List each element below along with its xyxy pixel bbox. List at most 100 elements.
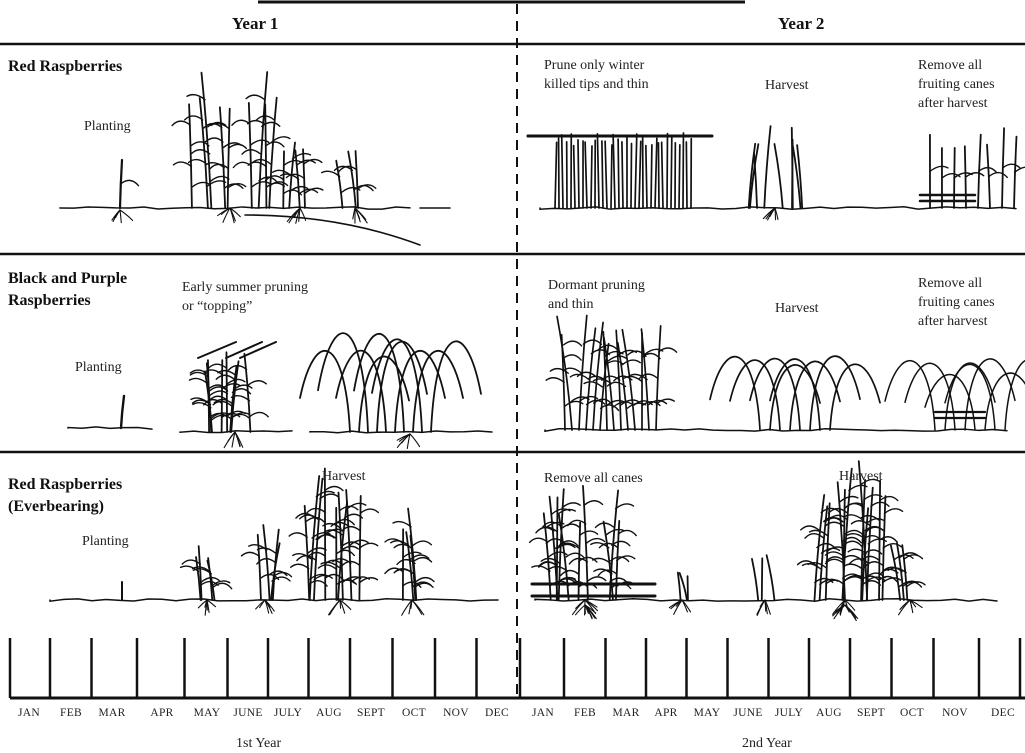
dense-cane [555, 142, 557, 208]
ground-line [50, 599, 498, 601]
dense-cane [635, 134, 637, 208]
leaf [583, 340, 601, 344]
leaf [291, 564, 309, 568]
dense-cane [655, 138, 657, 208]
leaf [246, 95, 264, 99]
leaf [185, 116, 203, 120]
leaf [273, 573, 291, 577]
leaf [580, 531, 598, 535]
ground-line [535, 599, 997, 601]
arching-cane [431, 341, 481, 432]
leaf [121, 180, 139, 185]
leaf [843, 577, 861, 582]
leaf [880, 497, 898, 501]
arching-cane [790, 361, 840, 430]
label-dormant-pruning: Dormant pruning and thin [548, 276, 645, 314]
label-planting: Planting [82, 532, 129, 551]
root [412, 600, 422, 614]
leaf [866, 519, 884, 524]
label-harvest: Harvest [322, 467, 366, 486]
leaf [885, 509, 903, 514]
leaf [616, 504, 634, 509]
cane [258, 535, 261, 600]
topping-mark [198, 342, 276, 358]
leaf [564, 341, 582, 346]
cane [767, 555, 775, 600]
root [355, 208, 366, 219]
dense-cane [646, 146, 647, 208]
dense-cane [613, 135, 615, 208]
leaf [954, 173, 972, 178]
leaf [930, 166, 948, 171]
root [120, 210, 121, 223]
dense-cane [585, 142, 587, 208]
label-line: Remove all [918, 56, 995, 75]
second-year-label: 2nd Year [742, 736, 792, 752]
cane [764, 126, 770, 208]
arching-cane [905, 363, 955, 430]
dense-cane [611, 145, 612, 208]
dense-cane [574, 146, 575, 208]
cut-line [935, 412, 985, 418]
label-early-summer-pruning: Early summer pruning or “topping” [182, 278, 308, 316]
root [576, 600, 585, 608]
row-title-line: Raspberries [8, 290, 127, 312]
leaf [1003, 164, 1021, 168]
label-remove-all-canes: Remove all canes [544, 469, 643, 488]
leaf [262, 122, 280, 126]
leaf [360, 543, 378, 548]
leaf [416, 578, 434, 582]
month-label: DEC [475, 707, 519, 719]
cane [121, 396, 124, 428]
month-label: SEPT [849, 707, 893, 719]
label-remove-fruiting: Remove all fruiting canes after harvest [918, 274, 995, 331]
label-line: Prune only winter [544, 56, 649, 75]
month-label: JULY [266, 707, 310, 719]
dense-cane [597, 134, 599, 208]
label-line: Early summer pruning [182, 278, 308, 297]
root [340, 600, 341, 608]
month-label: OCT [890, 707, 934, 719]
month-label: JUNE [726, 707, 770, 719]
leaf [232, 120, 250, 125]
cane [249, 103, 252, 208]
month-label: AUG [807, 707, 851, 719]
leaf [530, 538, 548, 542]
month-label: OCT [392, 707, 436, 719]
leaf [862, 581, 880, 585]
month-label: APR [644, 707, 688, 719]
root [775, 208, 776, 220]
leaf [187, 95, 205, 100]
month-label: JUNE [226, 707, 270, 719]
label-remove-fruiting: Remove all fruiting canes after harvest [918, 56, 995, 113]
leaf [562, 524, 580, 528]
label-line: or “topping” [182, 297, 308, 316]
arching-cane [830, 364, 880, 430]
label-prune-winter: Prune only winter killed tips and thin [544, 56, 649, 94]
arching-cane [770, 365, 820, 430]
first-year-label: 1st Year [236, 736, 281, 752]
month-label: SEPT [349, 707, 393, 719]
leaf [272, 137, 290, 142]
label-line: Dormant pruning [548, 276, 645, 295]
arching-cane [945, 363, 995, 430]
month-label: JAN [521, 707, 565, 719]
leaf [550, 567, 568, 572]
dense-cane [622, 142, 623, 208]
month-label: APR [140, 707, 184, 719]
leaf [801, 526, 819, 530]
leaf [191, 142, 209, 146]
dense-cane [591, 146, 592, 208]
row-title-line: Red Raspberries [8, 56, 122, 78]
arching-cane [730, 360, 780, 430]
leaf [584, 501, 602, 505]
cane [263, 525, 269, 600]
label-line: fruiting canes [918, 75, 995, 94]
cane [207, 561, 214, 600]
month-label: MAY [185, 707, 229, 719]
leaf [532, 566, 550, 571]
cane [265, 104, 266, 208]
leaf [588, 577, 606, 581]
leaf [192, 150, 210, 154]
leaf [561, 570, 579, 575]
